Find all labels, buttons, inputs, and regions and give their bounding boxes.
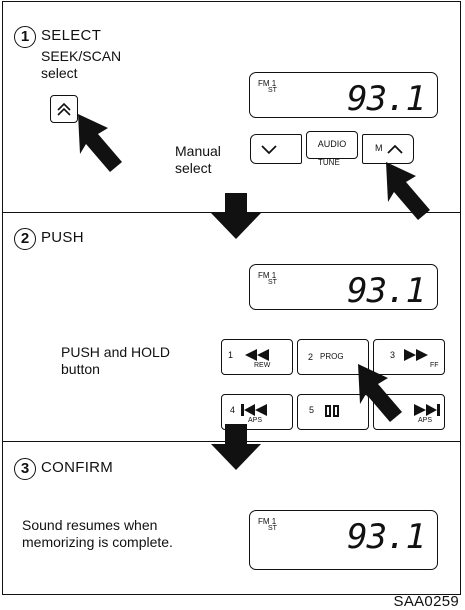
push-hold-instruction-line1: PUSH and HOLD xyxy=(61,344,170,360)
step-title-select: SELECT xyxy=(41,27,102,44)
step-number-3: 3 xyxy=(14,458,36,480)
skip-back-icon xyxy=(241,404,267,416)
pointing-arrow-icon xyxy=(386,162,430,220)
seek-scan-label: SEEK/SCAN select xyxy=(41,48,121,82)
preset-number: 5 xyxy=(309,405,315,415)
preset-sub-label: REW xyxy=(254,362,271,369)
preset-sub-label: PROG xyxy=(320,352,344,361)
double-chevron-up-icon xyxy=(57,102,71,116)
preset-button-1[interactable]: 1 REW xyxy=(221,339,293,375)
skip-forward-icon xyxy=(414,404,440,416)
confirm-message-line2: memorizing is complete. xyxy=(22,534,173,550)
display-frequency: 93.1 xyxy=(347,79,426,119)
seek-scan-label-line2: select xyxy=(41,65,78,81)
diagram-frame xyxy=(2,1,461,595)
preset-button-2[interactable]: 2 PROG xyxy=(297,339,369,375)
step-title-push: PUSH xyxy=(41,229,84,246)
preset-button-5[interactable]: 5 xyxy=(297,394,369,430)
seek-scan-button[interactable] xyxy=(50,95,78,123)
radio-display: FM 1 ST 93.1 xyxy=(249,510,438,570)
tune-down-button[interactable] xyxy=(250,134,302,164)
display-band: FM 1 xyxy=(258,271,277,280)
figure-code: SAA0259 xyxy=(393,593,459,610)
pointing-arrow-icon xyxy=(358,364,402,422)
down-arrow-icon xyxy=(211,193,261,239)
push-hold-instruction: PUSH and HOLD button xyxy=(61,344,170,378)
display-stereo-indicator: ST xyxy=(268,87,277,94)
preset-button-3[interactable]: 3 FF xyxy=(373,339,445,375)
chevron-up-icon xyxy=(387,144,403,154)
chevron-down-icon xyxy=(261,145,277,155)
preset-sub-label: APS xyxy=(248,417,263,424)
radio-display: FM 1 ST 93.1 xyxy=(249,264,438,311)
preset-number: 1 xyxy=(228,350,234,360)
fast-forward-icon xyxy=(404,349,428,361)
step-number-2: 2 xyxy=(14,228,36,250)
audio-button[interactable]: AUDIO xyxy=(306,131,358,159)
push-hold-instruction-line2: button xyxy=(61,361,100,377)
manual-select-label-line1: Manual xyxy=(175,143,221,159)
step-title-confirm: CONFIRM xyxy=(41,459,114,476)
display-band: FM 1 xyxy=(258,517,277,526)
preset-number: 3 xyxy=(390,350,396,360)
display-frequency: 93.1 xyxy=(347,517,426,557)
display-stereo-indicator: ST xyxy=(268,525,277,532)
down-arrow-icon xyxy=(211,424,261,470)
preset-number: 4 xyxy=(230,405,236,415)
manual-select-label-line2: select xyxy=(175,160,212,176)
step-number-1: 1 xyxy=(14,26,36,48)
preset-number: 2 xyxy=(308,352,314,362)
manual-select-label: Manual select xyxy=(175,143,221,177)
dolby-icon xyxy=(325,405,339,417)
radio-display: FM 1 ST 93.1 xyxy=(249,72,438,119)
display-stereo-indicator: ST xyxy=(268,279,277,286)
rewind-icon xyxy=(245,349,269,361)
pointing-arrow-icon xyxy=(78,114,122,172)
audio-button-label: AUDIO xyxy=(317,139,347,149)
preset-sub-label: APS xyxy=(418,417,433,424)
confirm-message-line1: Sound resumes when xyxy=(22,517,158,533)
seek-scan-label-line1: SEEK/SCAN xyxy=(41,48,122,64)
display-band: FM 1 xyxy=(258,79,277,88)
tune-label: TUNE xyxy=(318,158,340,167)
m-button-label: M xyxy=(375,143,383,153)
confirm-message: Sound resumes when memorizing is complet… xyxy=(22,517,173,551)
preset-sub-label: FF xyxy=(430,362,439,369)
display-frequency: 93.1 xyxy=(347,271,426,311)
